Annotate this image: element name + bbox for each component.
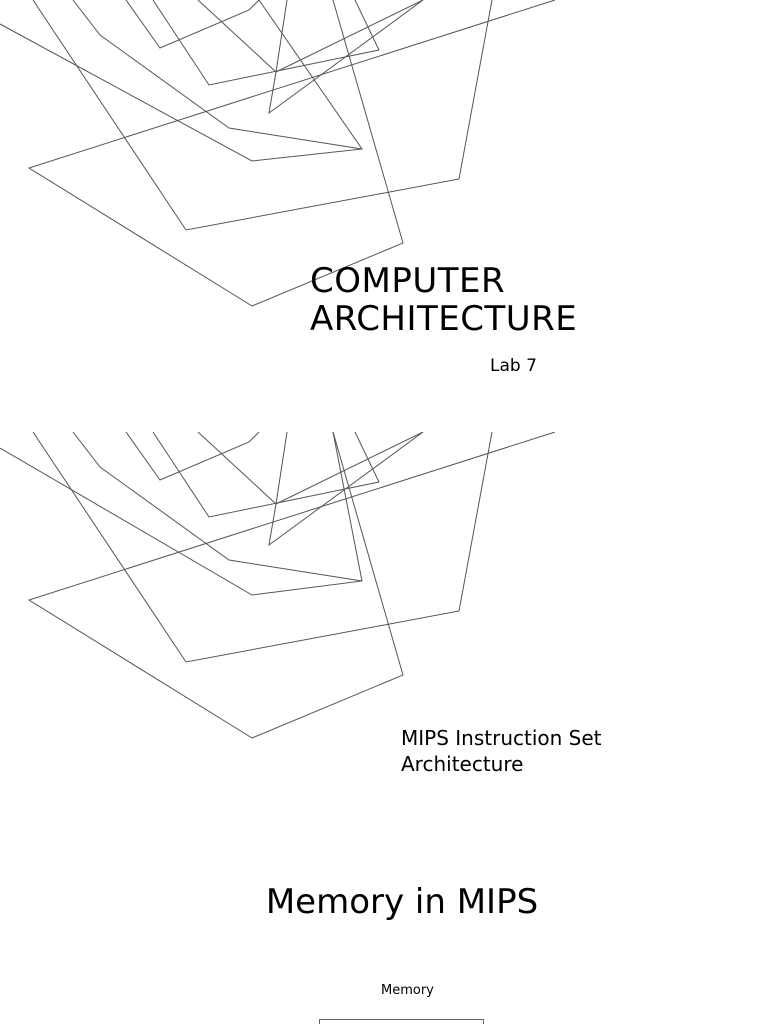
memory-diagram-box (319, 1019, 484, 1024)
slide-title: Memory in MIPS (265, 882, 539, 922)
section-slide: MIPS Instruction Set Architecture (0, 432, 768, 862)
section-title-line-1: MIPS Instruction Set (401, 726, 602, 750)
section-title: MIPS Instruction Set Architecture (401, 725, 701, 777)
memory-diagram-label: Memory (381, 983, 434, 998)
title-line-1: COMPUTER (310, 261, 506, 301)
content-slide: Memory in MIPS Memory (0, 862, 768, 1024)
decorative-line-art (0, 432, 556, 739)
decorative-line-art (0, 0, 556, 307)
section-title-line-2: Architecture (401, 752, 524, 776)
title-line-2: ARCHITECTURE (310, 299, 578, 339)
title-slide: COMPUTER ARCHITECTURE Lab 7 (0, 0, 768, 432)
presentation-title: COMPUTER ARCHITECTURE (310, 262, 577, 338)
presentation-subtitle: Lab 7 (490, 356, 537, 376)
